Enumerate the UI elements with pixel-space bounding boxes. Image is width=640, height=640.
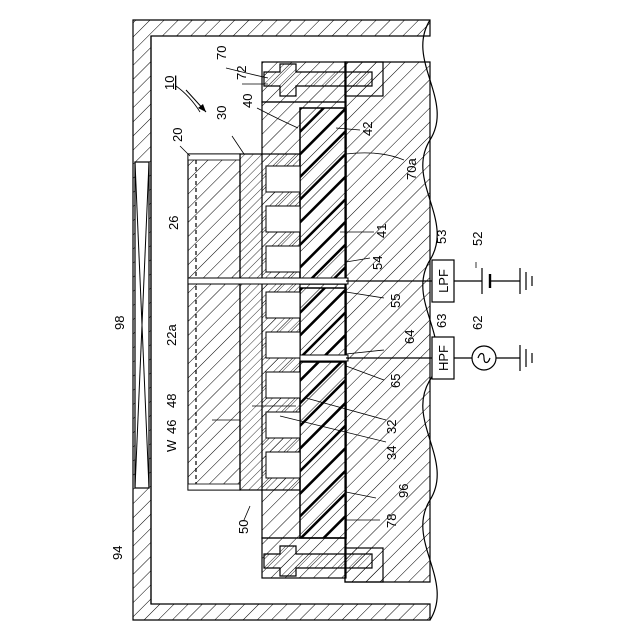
hpf-filter: HPF — [432, 337, 472, 379]
label-32: 32 — [384, 420, 399, 434]
label-20: 20 — [170, 128, 185, 142]
lpf-label: LPF — [436, 269, 451, 293]
label-50: 50 — [236, 520, 251, 534]
feed-rod-lpf — [188, 278, 348, 284]
label-65: 65 — [388, 374, 403, 388]
label-10: 10 — [162, 76, 177, 90]
label-63: 63 — [434, 314, 449, 328]
label-40: 40 — [240, 94, 255, 108]
label-22a: 22a — [164, 324, 179, 346]
label-94: 94 — [110, 546, 125, 560]
label-42: 42 — [360, 122, 375, 136]
label-72: 72 — [234, 66, 249, 80]
label-70a: 70a — [404, 158, 419, 180]
arrow-10 — [186, 90, 206, 112]
label-W: W — [164, 439, 179, 452]
lpf-filter: LPF — [432, 260, 482, 302]
electrostatic-chuck — [188, 154, 240, 490]
base-support — [345, 62, 430, 582]
label-98: 98 — [112, 316, 127, 330]
label-64: 64 — [402, 330, 417, 344]
insulator-block — [300, 108, 346, 538]
dc-power-source — [482, 268, 532, 294]
label-78: 78 — [384, 514, 399, 528]
label-70: 70 — [214, 46, 229, 60]
feed-rod-hpf — [300, 355, 348, 361]
hpf-label: HPF — [436, 345, 451, 371]
label-30: 30 — [214, 106, 229, 120]
base-plate — [240, 154, 300, 490]
label-46: 46 — [164, 420, 179, 434]
label-26: 26 — [166, 216, 181, 230]
rf-power-source — [472, 345, 532, 371]
label-54: 54 — [370, 256, 385, 270]
label-34: 34 — [384, 446, 399, 460]
label-52: 52 — [470, 232, 485, 246]
label-55: 55 — [388, 294, 403, 308]
label-41: 41 — [374, 224, 389, 238]
label-96: 96 — [396, 484, 411, 498]
label-53: 53 — [434, 230, 449, 244]
label-48: 48 — [164, 394, 179, 408]
label-62: 62 — [470, 316, 485, 330]
gate-valve — [135, 162, 149, 488]
